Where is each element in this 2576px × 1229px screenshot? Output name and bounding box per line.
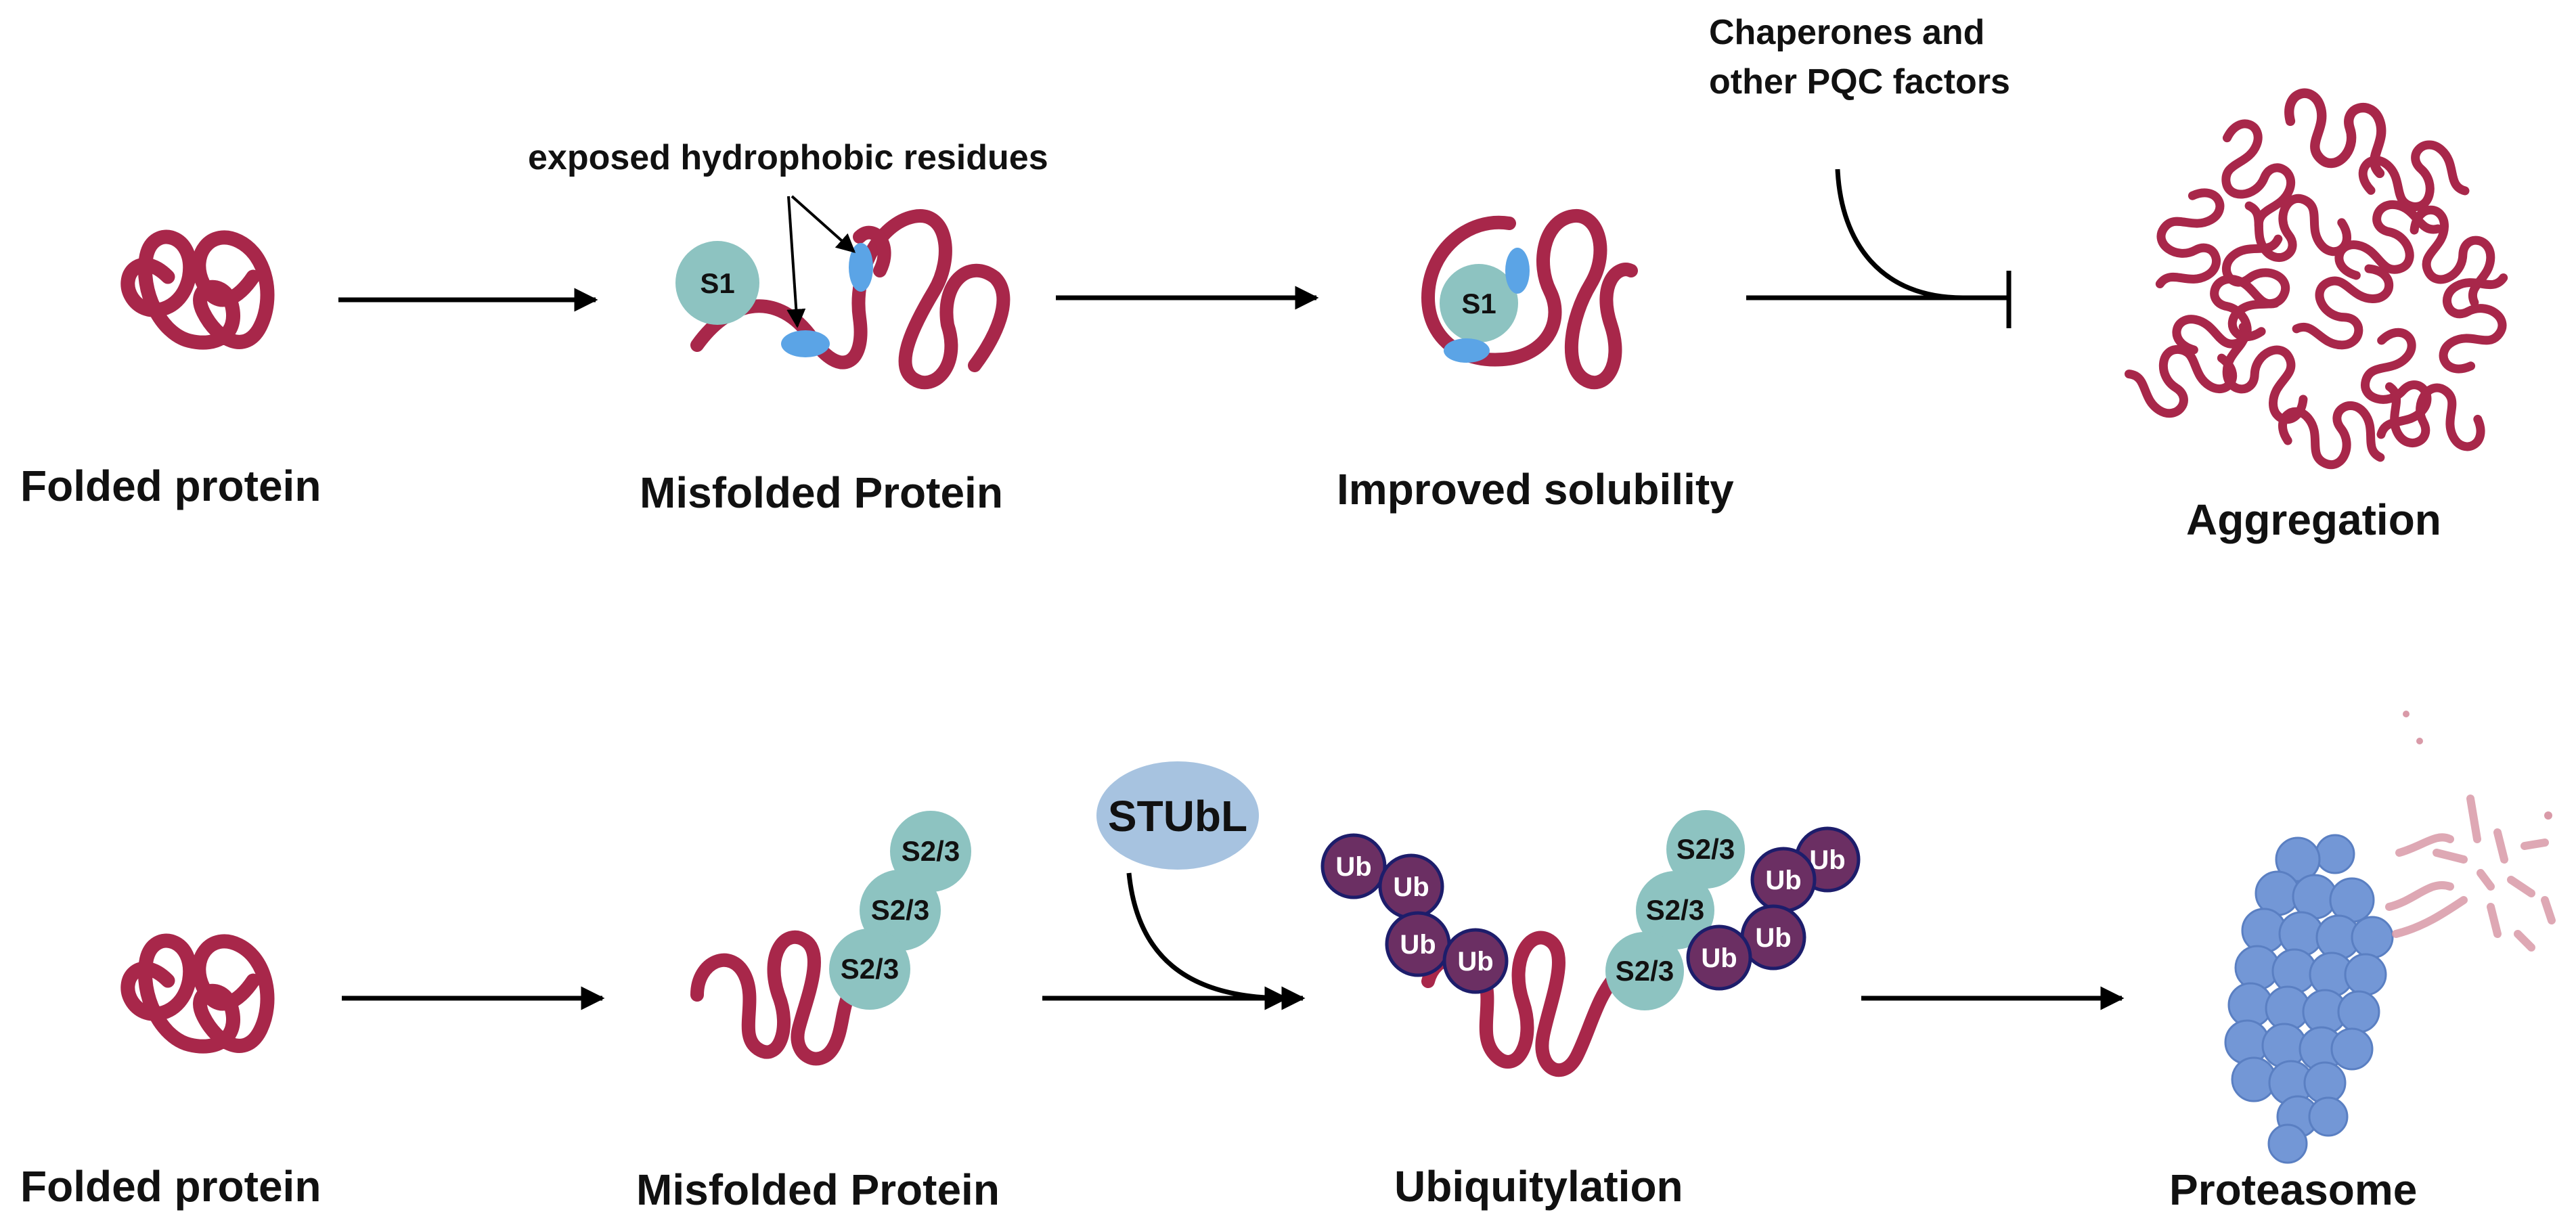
stubl-enzyme xyxy=(1096,761,1259,870)
aggregation-label: Aggregation xyxy=(2186,495,2441,544)
hydrophobic-patch xyxy=(849,243,873,292)
proteasome-complex xyxy=(2224,834,2394,1164)
ubiquitin-label: Ub xyxy=(1809,845,1845,875)
chaperone-label-line1: Chaperones and xyxy=(1709,13,1984,52)
top-misfolded-protein xyxy=(690,209,1011,390)
hydrophobic-pointer xyxy=(786,196,806,328)
ubiquitin-label: Ub xyxy=(1755,923,1791,953)
sumo-bead-s23 xyxy=(1636,871,1714,949)
stubl-label: STUbL xyxy=(1108,792,1247,841)
ubiquitin-label: Ub xyxy=(1765,866,1801,895)
bottom-folded-protein xyxy=(128,941,267,1046)
hydrophobic-patch xyxy=(1505,248,1530,294)
bottom-folded-label: Folded protein xyxy=(20,1162,321,1211)
ubiquitin-label: Ub xyxy=(1400,930,1436,960)
aggregate-cluster xyxy=(2128,93,2518,486)
ubiquitin-label: Ub xyxy=(1701,943,1737,973)
stubl-curve xyxy=(1126,872,1289,1010)
ubiquitin-bead xyxy=(1320,833,1387,899)
ubiquitin-bead xyxy=(1442,928,1509,994)
chaperone-label-line2: other PQC factors xyxy=(1709,62,2010,102)
ubiquitylation-label: Ubiquitylation xyxy=(1394,1162,1683,1211)
bottom-misfolded-protein xyxy=(690,930,866,1066)
sumo-bead-label: S2/3 xyxy=(1616,955,1674,987)
chaperone-curve xyxy=(1835,169,1963,300)
bottom-misfolded-label: Misfolded Protein xyxy=(636,1165,1000,1214)
hydrophobic-pointer xyxy=(791,195,856,253)
soluble-protein xyxy=(1421,208,1638,390)
sumo-bead-label: S2/3 xyxy=(841,953,899,985)
sumo-chain: S2/3 S2/3 S2/3 xyxy=(829,811,971,1010)
sumo-bead-s23 xyxy=(829,929,910,1010)
sumo-bead-s1 xyxy=(1440,264,1518,342)
proteasome-label: Proteasome xyxy=(2169,1165,2417,1214)
hydrophobic-patch xyxy=(781,330,830,357)
sumo-bead-label: S2/3 xyxy=(1646,894,1704,926)
sumo-bead-s23 xyxy=(1605,932,1684,1010)
top-misfolded-label: Misfolded Protein xyxy=(640,468,1003,517)
sumo-bead-s23 xyxy=(1666,810,1745,889)
hydrophobic-label: exposed hydrophobic residues xyxy=(528,138,1048,177)
top-folded-label: Folded protein xyxy=(20,462,321,510)
ubiquitin-label: Ub xyxy=(1335,852,1371,882)
ubiquitin-bead xyxy=(1686,924,1752,991)
top-folded-protein xyxy=(128,237,267,342)
improved-solubility-label: Improved solubility xyxy=(1337,465,1734,514)
ubiquitin-label: Ub xyxy=(1393,872,1429,902)
sumo-chain: S2/3 S2/3 S2/3 xyxy=(1605,810,1745,1010)
sumo-bead-label: S1 xyxy=(1461,288,1496,319)
fragment-dot xyxy=(2403,711,2410,717)
sumo-bead-label: S1 xyxy=(700,267,734,299)
fragment-dot xyxy=(2544,811,2552,820)
sumo-bead-s1 xyxy=(675,241,759,325)
sumo-bead-label: S2/3 xyxy=(871,894,929,926)
hydrophobic-patch xyxy=(1444,338,1490,363)
fragment-dot xyxy=(2416,738,2423,744)
degraded-fragments xyxy=(2385,795,2556,952)
ubiquitin-chain-right: Ub Ub Ub Ub xyxy=(1686,826,1861,991)
sumo-bead-label: S2/3 xyxy=(1676,833,1735,865)
ubiquitin-chain-left: Ub Ub Ub Ub xyxy=(1320,833,1509,994)
ubiquitin-label: Ub xyxy=(1457,947,1493,977)
sumo-bead-label: S2/3 xyxy=(902,835,960,867)
